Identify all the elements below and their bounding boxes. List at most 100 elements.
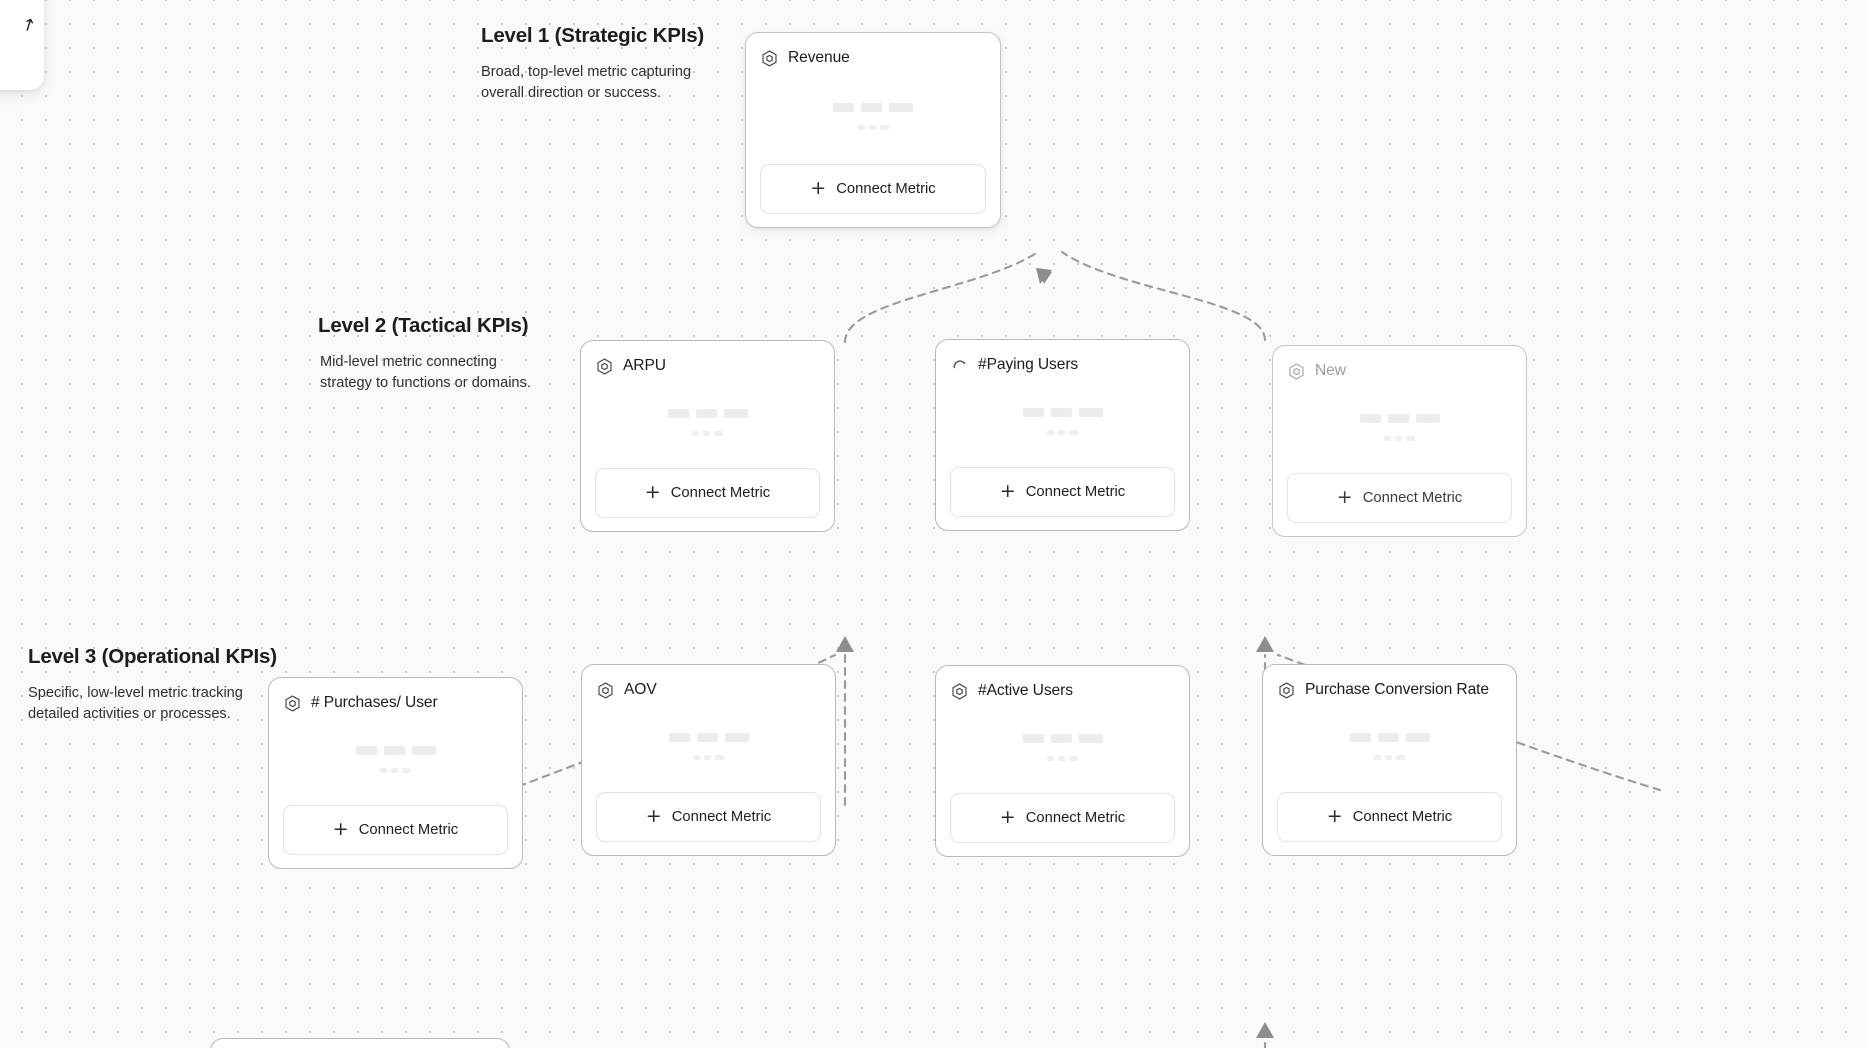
card-skeleton-paying-users bbox=[950, 376, 1175, 467]
card-header-purchase-conversion-rate: Purchase Conversion Rate bbox=[1277, 679, 1502, 701]
metric-card-paying-users[interactable]: #Paying Users + Connect Metric bbox=[935, 339, 1190, 531]
skeleton-row-secondary bbox=[692, 431, 723, 436]
skeleton-row-primary bbox=[1022, 408, 1103, 417]
connect-metric-label: Connect Metric bbox=[1025, 484, 1126, 500]
card-skeleton-new bbox=[1287, 382, 1512, 473]
skeleton-bar bbox=[879, 125, 889, 130]
skeleton-row-primary bbox=[833, 103, 913, 112]
connect-metric-button-purchase-conversion-rate[interactable]: + Connect Metric bbox=[1277, 792, 1502, 842]
skeleton-bar bbox=[1022, 408, 1044, 417]
connect-metric-button-new[interactable]: + Connect Metric bbox=[1287, 473, 1512, 523]
connect-metric-button-aov[interactable]: + Connect Metric bbox=[596, 792, 821, 842]
skeleton-row-primary bbox=[355, 746, 436, 755]
skeleton-bar bbox=[1069, 756, 1078, 761]
hexagon-metric-icon bbox=[952, 682, 967, 700]
card-skeleton-aov bbox=[596, 701, 821, 792]
connect-metric-button-paying-users[interactable]: + Connect Metric bbox=[950, 467, 1175, 517]
hexagon-metric-icon bbox=[1279, 681, 1294, 699]
level-3-title: Level 3 (Operational KPIs) bbox=[28, 645, 277, 668]
card-skeleton-active-users bbox=[950, 702, 1175, 793]
card-title-purchase-conversion-rate: Purchase Conversion Rate bbox=[1305, 681, 1489, 698]
skeleton-bar bbox=[715, 755, 724, 760]
hexagon-metric-icon bbox=[597, 357, 612, 375]
skeleton-bar bbox=[889, 103, 913, 112]
card-header-aov: AOV bbox=[596, 679, 821, 701]
edge-arpu-to-revenue bbox=[843, 250, 1040, 344]
skeleton-bar bbox=[411, 746, 436, 755]
skeleton-row-primary bbox=[1349, 733, 1430, 742]
plus-icon: + bbox=[1326, 804, 1343, 827]
skeleton-bar bbox=[391, 768, 398, 773]
metric-card-arpu[interactable]: ARPU + Connect Metric bbox=[580, 340, 835, 532]
skeleton-bar bbox=[1395, 436, 1402, 441]
level-3-label-block: Level 3 (Operational KPIs) Specific, low… bbox=[28, 645, 277, 724]
connect-metric-label: Connect Metric bbox=[671, 809, 772, 825]
connect-metric-button-purchases-per-user[interactable]: + Connect Metric bbox=[283, 805, 508, 855]
connect-metric-button-active-users[interactable]: + Connect Metric bbox=[950, 793, 1175, 843]
skeleton-bar bbox=[723, 409, 748, 418]
plus-icon: + bbox=[644, 480, 661, 503]
metric-card-aov[interactable]: AOV + Connect Metric bbox=[581, 664, 836, 856]
arrowhead-arpu bbox=[836, 636, 854, 652]
skeleton-bar bbox=[1385, 755, 1392, 760]
metric-card-purchase-conversion-rate[interactable]: Purchase Conversion Rate + Connect Metri… bbox=[1262, 664, 1517, 856]
connect-metric-button-revenue[interactable]: + Connect Metric bbox=[760, 164, 986, 214]
skeleton-bar bbox=[1384, 436, 1391, 441]
metric-card-active-users[interactable]: #Active Users + Connect Metric bbox=[935, 665, 1190, 857]
skeleton-bar bbox=[668, 733, 690, 742]
skeleton-bar bbox=[1359, 414, 1381, 423]
connect-metric-label: Connect Metric bbox=[1352, 809, 1453, 825]
level-2-description: Mid-level metric connecting strategy to … bbox=[320, 354, 531, 391]
skeleton-bar bbox=[1349, 733, 1371, 742]
card-header-purchases-per-user: # Purchases/ User bbox=[283, 692, 508, 714]
skeleton-bar bbox=[1377, 733, 1399, 742]
hexagon-metric-icon bbox=[1289, 362, 1304, 380]
skeleton-bar bbox=[857, 125, 865, 130]
card-header-new: New bbox=[1287, 360, 1512, 382]
skeleton-row-secondary bbox=[1047, 430, 1078, 435]
card-title-purchases-per-user: # Purchases/ User bbox=[311, 694, 438, 711]
level-1-title: Level 1 (Strategic KPIs) bbox=[481, 24, 705, 47]
floating-corner-panel[interactable]: ↗ bbox=[0, 0, 44, 90]
card-skeleton-arpu bbox=[595, 377, 820, 468]
level-1-label-block: Level 1 (Strategic KPIs) Broad, top-leve… bbox=[481, 24, 704, 103]
plus-icon: + bbox=[1336, 485, 1353, 508]
skeleton-row-primary bbox=[1359, 414, 1440, 423]
skeleton-row-primary bbox=[668, 733, 749, 742]
plus-icon: + bbox=[645, 804, 662, 827]
skeleton-bar bbox=[1396, 755, 1405, 760]
skeleton-bar bbox=[1050, 734, 1072, 743]
skeleton-bar bbox=[1374, 755, 1381, 760]
skeleton-bar bbox=[692, 431, 699, 436]
skeleton-bar bbox=[1050, 408, 1072, 417]
metric-card-new[interactable]: New + Connect Metric bbox=[1272, 345, 1527, 537]
skeleton-bar bbox=[1078, 408, 1103, 417]
skeleton-bar bbox=[1069, 430, 1078, 435]
plus-icon: + bbox=[999, 805, 1016, 828]
skeleton-row-secondary bbox=[1384, 436, 1415, 441]
card-title-aov: AOV bbox=[624, 681, 657, 698]
skeleton-bar bbox=[402, 768, 411, 773]
skeleton-row-secondary bbox=[1374, 755, 1405, 760]
skeleton-bar bbox=[667, 409, 689, 418]
card-header-active-users: #Active Users bbox=[950, 680, 1175, 702]
metric-card-revenue[interactable]: Revenue + Connect Metric bbox=[745, 32, 1001, 228]
connect-metric-label: Connect Metric bbox=[670, 485, 771, 501]
skeleton-bar bbox=[383, 746, 405, 755]
plus-icon: + bbox=[999, 479, 1016, 502]
skeleton-bar bbox=[714, 431, 723, 436]
card-skeleton-revenue bbox=[760, 69, 986, 164]
skeleton-bar bbox=[868, 125, 876, 130]
skeleton-bar bbox=[861, 103, 882, 112]
connect-metric-label: Connect Metric bbox=[836, 181, 936, 197]
card-title-revenue: Revenue bbox=[788, 49, 850, 66]
hexagon-metric-icon bbox=[762, 49, 777, 67]
metric-card-purchases-per-user[interactable]: # Purchases/ User + Connect Metric bbox=[268, 677, 523, 869]
card-title-new: New bbox=[1315, 362, 1346, 379]
connect-metric-button-arpu[interactable]: + Connect Metric bbox=[595, 468, 820, 518]
metric-card-partial-bottom[interactable] bbox=[210, 1038, 510, 1048]
skeleton-bar bbox=[1047, 756, 1054, 761]
card-header-revenue: Revenue bbox=[760, 47, 986, 69]
card-title-paying-users: #Paying Users bbox=[978, 356, 1079, 373]
